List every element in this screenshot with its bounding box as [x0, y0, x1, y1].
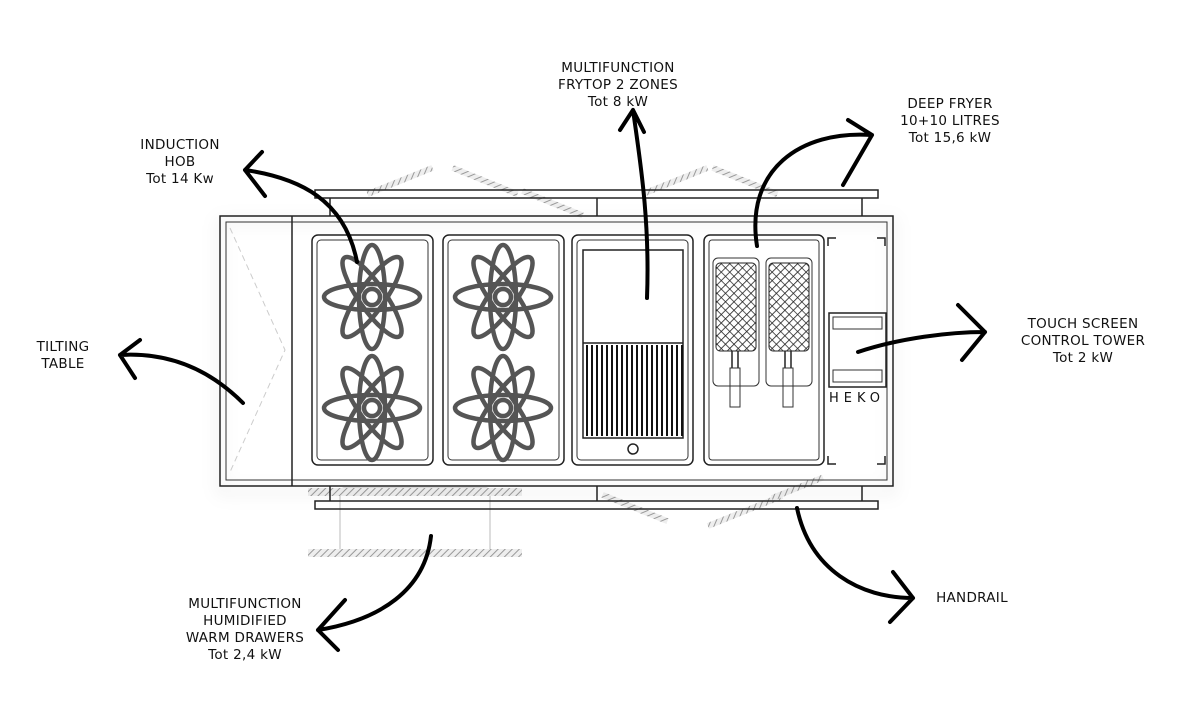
- label-line: 10+10 LITRES: [900, 113, 1000, 129]
- label-line: WARM DRAWERS: [185, 630, 305, 646]
- arrow-deep-fryer: [753, 118, 874, 248]
- label-line: Tot 8 kW: [587, 94, 649, 110]
- induction-burner-icon: [452, 242, 554, 352]
- island-body: [219, 215, 894, 487]
- tilting-table: [229, 227, 286, 473]
- fryer-basket: [712, 257, 760, 408]
- label-deep-fryer: DEEP FRYER 10+10 LITRES Tot 15,6 kW: [880, 96, 1020, 147]
- label-line: TABLE: [41, 356, 85, 372]
- fryer-basket: [765, 257, 813, 408]
- label-frytop: MULTIFUNCTION FRYTOP 2 ZONES Tot 8 kW: [538, 60, 698, 111]
- arrow-warm-drawers: [316, 534, 433, 652]
- warm-drawers: [308, 487, 522, 557]
- touch-screen-control-tower: HEKO: [827, 237, 887, 465]
- label-line: HUMIDIFIED: [203, 613, 287, 629]
- induction-burner-icon: [452, 353, 554, 463]
- label-line: Tot 2,4 kW: [208, 647, 282, 663]
- label-line: Tot 15,6 kW: [908, 130, 992, 146]
- induction-hob: [311, 234, 565, 466]
- arrow-frytop: [618, 108, 650, 300]
- callout-arrows: [118, 108, 987, 652]
- label-handrail: HANDRAIL: [922, 590, 1022, 607]
- induction-burner-icon: [321, 242, 423, 352]
- label-line: MULTIFUNCTION: [561, 60, 675, 76]
- label-line: MULTIFUNCTION: [188, 596, 302, 612]
- arrow-induction-hob: [243, 150, 359, 264]
- label-line: TOUCH SCREEN: [1027, 316, 1139, 332]
- frytop: [571, 234, 694, 466]
- label-line: INDUCTION: [140, 137, 220, 153]
- arrow-tilting-table: [118, 338, 245, 405]
- induction-burner-icon: [321, 353, 423, 463]
- label-line: TILTING: [36, 339, 90, 355]
- label-line: HANDRAIL: [936, 590, 1008, 606]
- label-line: CONTROL TOWER: [1020, 333, 1146, 349]
- brand-logo: HEKO: [829, 391, 885, 406]
- deep-fryer: [703, 234, 825, 466]
- arrow-handrail: [795, 506, 915, 624]
- label-line: Tot 2 kW: [1052, 350, 1114, 366]
- struts: [366, 165, 825, 529]
- label-warm-drawers: MULTIFUNCTION HUMIDIFIED WARM DRAWERS To…: [165, 596, 325, 664]
- arrow-touch-screen: [856, 303, 987, 362]
- label-induction-hob: INDUCTION HOB Tot 14 Kw: [120, 137, 240, 188]
- label-line: FRYTOP 2 ZONES: [558, 77, 678, 93]
- label-line: HOB: [164, 154, 196, 170]
- label-tilting-table: TILTING TABLE: [18, 339, 108, 373]
- label-line: Tot 14 Kw: [146, 171, 214, 187]
- label-touch-screen: TOUCH SCREEN CONTROL TOWER Tot 2 kW: [1008, 316, 1158, 367]
- label-line: DEEP FRYER: [907, 96, 993, 112]
